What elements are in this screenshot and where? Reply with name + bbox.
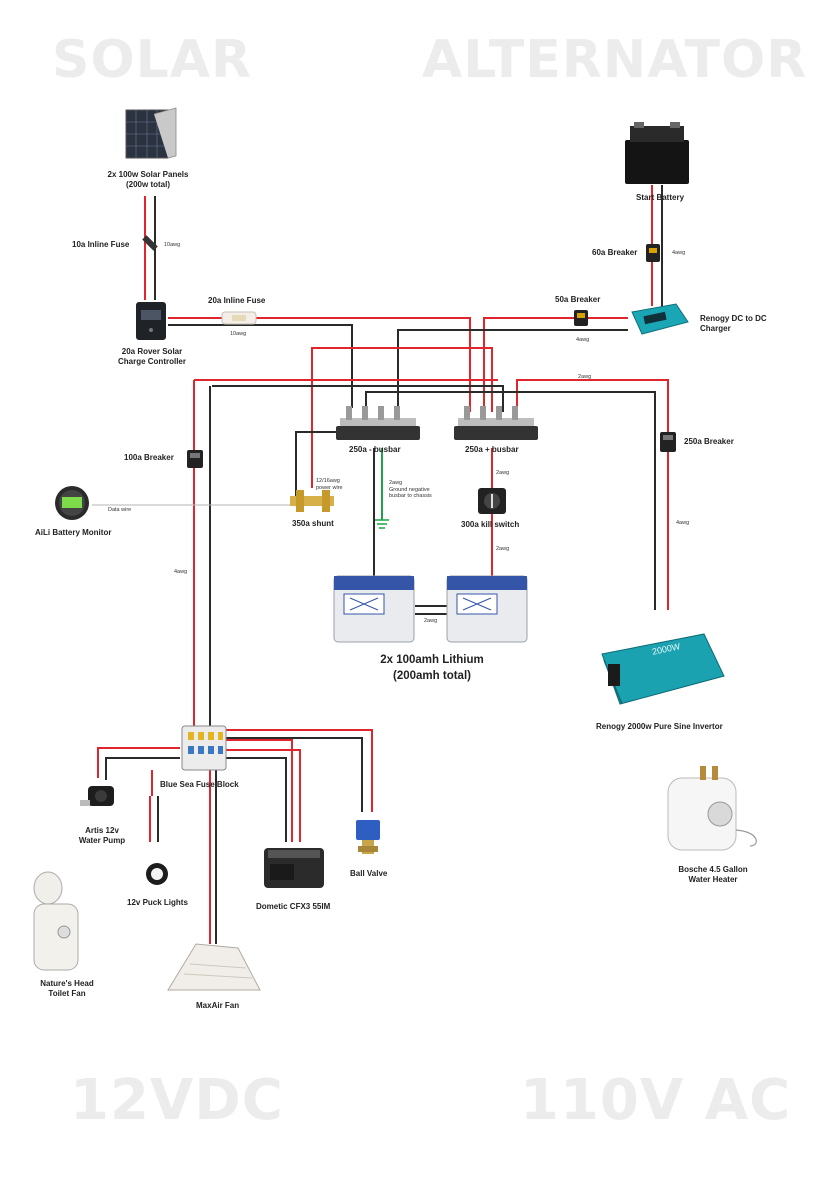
roof-fan-icon — [167, 943, 261, 991]
wire-note-10awg-controller: 10awg — [230, 331, 247, 337]
inline-fuse-20a-icon — [221, 311, 257, 325]
wire-note-4awg-inverter: 4awg — [676, 520, 690, 526]
charge-controller-icon — [136, 302, 166, 340]
breaker-250a-icon — [660, 432, 676, 452]
battery-monitor-icon — [55, 486, 89, 520]
lithium-battery-icon — [333, 575, 415, 643]
dc12v-title: 12VDC — [70, 1068, 284, 1133]
breaker-250a-label: 250a Breaker — [684, 437, 734, 446]
busbar-negative-icon — [336, 406, 420, 440]
water-pump-icon — [80, 786, 114, 806]
lithium-battery-2-icon — [446, 575, 528, 643]
fuse-block-icon — [181, 725, 227, 771]
dc-dc-charger-icon — [631, 303, 689, 335]
breaker-60a-label: 60a Breaker — [592, 248, 638, 257]
solar-title: SOLAR — [52, 30, 253, 90]
kill-switch-icon — [478, 488, 506, 514]
start-battery-icon — [625, 122, 689, 184]
wire-dcdc-negative — [397, 329, 628, 408]
lithium-battery-label: 2x 100amh Lithium(200amh total) — [380, 654, 484, 683]
solar-panels-label: 2x 100w Solar Panels(200w total) — [107, 170, 189, 190]
fridge-icon — [264, 848, 324, 888]
wire-note-2awg-top: 2awg — [578, 374, 592, 380]
wire-breaker50-to-busbar — [483, 317, 574, 412]
fuse-block-label: Blue Sea Fuse Block — [160, 780, 239, 789]
ball-valve-icon — [356, 820, 380, 854]
wire-busbar-to-shunt — [295, 431, 338, 496]
battery-monitor-label: AiLi Battery Monitor — [35, 528, 112, 537]
solar-panel-icon — [125, 107, 177, 159]
kill-switch-label: 300a kill switch — [461, 520, 520, 529]
busbar-positive-icon — [454, 406, 538, 440]
puck-lights-label: 12v Puck Lights — [127, 898, 188, 907]
inline-fuse-10a-label: 10a Inline Fuse — [72, 240, 130, 249]
wire-note-2awg-kill-bottom: 2awg — [496, 546, 510, 552]
wire-inverter-negative — [365, 391, 656, 610]
wire-note-4awg-fuse-block: 4awg — [174, 569, 188, 575]
wire-note-4awg-start: 4awg — [672, 250, 686, 256]
ac110v-title: 110V AC — [520, 1068, 792, 1133]
wire-note-data-wire: Data wire — [108, 507, 132, 513]
busbar-positive-label: 250a + busbar — [465, 445, 519, 454]
fridge-label: Dometic CFX3 55IM — [256, 902, 331, 911]
breaker-50a-label: 50a Breaker — [555, 295, 601, 304]
puck-light-icon — [146, 863, 168, 885]
inline-fuse-icon — [142, 235, 158, 251]
inline-fuse-20a-label: 20a Inline Fuse — [208, 296, 266, 305]
wire-positive-to-250-breaker — [516, 379, 669, 432]
shunt-icon — [290, 490, 334, 512]
wire-note-10awg-solar: 10awg — [164, 242, 181, 248]
breaker-100a-label: 100a Breaker — [124, 453, 174, 462]
alternator-title: ALTERNATOR — [422, 30, 808, 90]
water-heater-icon — [667, 766, 757, 851]
wire-note-4awg-dcdc: 4awg — [576, 337, 590, 343]
toilet-icon — [33, 871, 79, 971]
breaker-60a-icon — [646, 244, 660, 262]
busbar-negative-label: 250a - busbar — [349, 445, 401, 454]
shunt-label: 350a shunt — [292, 519, 334, 528]
ball-valve-label: Ball Valve — [350, 869, 388, 878]
inverter-icon — [601, 633, 725, 705]
wire-controller-positive — [168, 317, 471, 412]
breaker-50a-icon — [574, 310, 588, 326]
breaker-100a-icon — [187, 450, 203, 468]
inverter-label: Renogy 2000w Pure Sine Invertor — [596, 722, 723, 731]
wire-note-2awg-kill-top: 2awg — [496, 470, 510, 476]
wire-note-2awg-batteries: 2awg — [424, 618, 438, 624]
wire-neg-loop-top — [212, 385, 504, 412]
start-battery-label: Start Battery — [636, 193, 685, 202]
maxair-fan-label: MaxAir Fan — [196, 1001, 240, 1010]
